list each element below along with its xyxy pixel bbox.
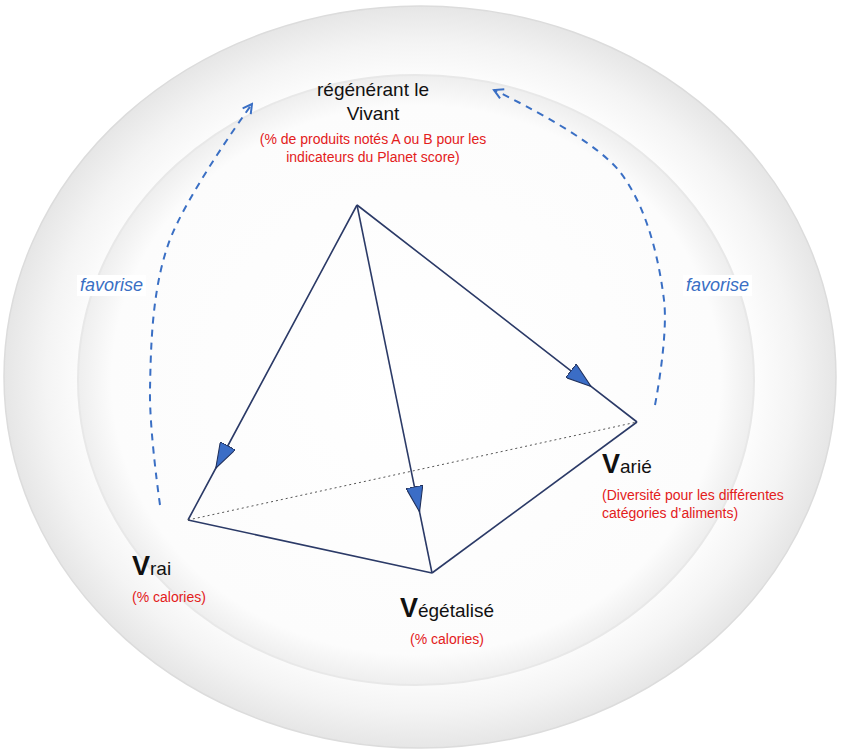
vertex-label: Varié (Diversité pour les différentes cat… <box>598 446 834 524</box>
vertex-label: Végétalisé (% calories) <box>372 590 522 650</box>
tetra-arrow <box>357 205 637 422</box>
vertex-heading: Varié <box>602 448 830 482</box>
tetra-edge <box>188 422 637 520</box>
vertex-indicator: (% calories) <box>376 630 518 648</box>
vertex-heading: Végétalisé <box>376 592 518 626</box>
vertex-indicator: (% de produits notés A ou B pour les ind… <box>241 130 505 166</box>
vertex-label: Vrai (% calories) <box>128 548 248 608</box>
vertex-indicator: (% calories) <box>132 588 244 606</box>
edge-label: favorise <box>77 275 146 296</box>
favor-arrow <box>494 90 665 405</box>
plate-rim <box>4 6 836 748</box>
tetra-arrow <box>188 205 357 520</box>
tetra-arrow <box>357 205 432 573</box>
tetra-edge <box>188 520 432 573</box>
plate-well <box>78 75 754 685</box>
edge-label: favorise <box>683 275 752 296</box>
vertex-label: régénérant le Vivant (% de produits notés… <box>237 76 509 168</box>
favor-arrow <box>150 104 252 505</box>
vertex-heading: Vrai <box>132 550 244 584</box>
vertex-indicator: (Diversité pour les différentes catégori… <box>602 486 830 522</box>
vertex-heading: régénérant le Vivant <box>298 78 448 126</box>
